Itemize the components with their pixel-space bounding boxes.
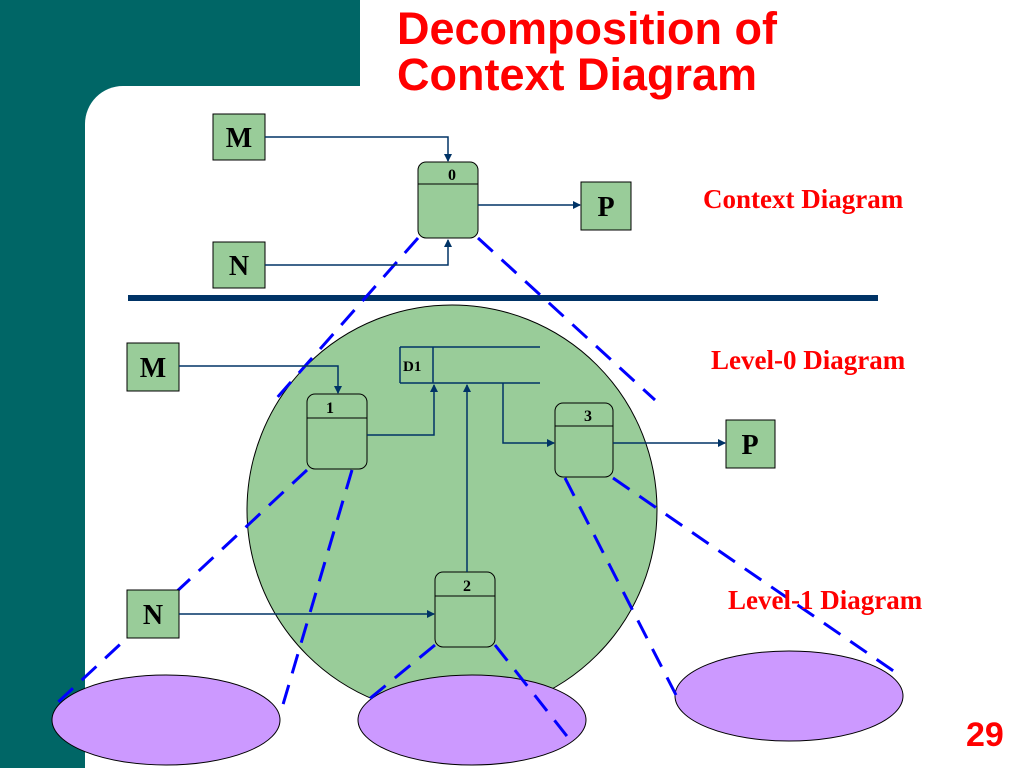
level0-diagram-label: Level-0 Diagram bbox=[711, 345, 906, 375]
page-number: 29 bbox=[966, 716, 1004, 754]
flow-m-to-0 bbox=[265, 136, 452, 162]
level0-entity-p: P bbox=[725, 419, 776, 469]
datastore-d1 bbox=[399, 346, 540, 384]
level0-entity-p-label: P bbox=[741, 430, 758, 461]
context-process-0-label: 0 bbox=[448, 167, 456, 184]
dash-0-right bbox=[476, 236, 657, 402]
level1-ellipse-3 bbox=[674, 650, 904, 742]
dash-1-right bbox=[280, 469, 354, 709]
level0-process-2: 2 bbox=[434, 571, 496, 648]
title-line-2: Context Diagram bbox=[397, 49, 758, 100]
level1-diagram-label: Level-1 Diagram bbox=[728, 585, 923, 615]
level0-process-2-label: 2 bbox=[463, 578, 471, 595]
level0-entity-n: N bbox=[126, 589, 180, 639]
flow-1-to-d1 bbox=[367, 384, 438, 436]
context-entity-n: N bbox=[212, 241, 266, 289]
dash-3-left bbox=[563, 477, 678, 696]
context-entity-m: M bbox=[212, 113, 266, 161]
context-diagram-label: Context Diagram bbox=[703, 184, 904, 214]
slide-title: Decomposition of Context Diagram bbox=[397, 6, 997, 98]
level1-ellipse-1 bbox=[51, 674, 281, 766]
level0-entity-m-label: M bbox=[140, 353, 166, 384]
context-entity-m-label: M bbox=[226, 123, 252, 154]
level0-process-3-label: 3 bbox=[584, 408, 592, 425]
level0-process-1-label: 1 bbox=[326, 400, 334, 417]
top-white-area bbox=[360, 0, 1024, 88]
flow-d1-to-3 bbox=[502, 383, 555, 447]
dash-2-right bbox=[493, 644, 572, 741]
title-line-1: Decomposition of bbox=[397, 3, 777, 54]
context-entity-p: P bbox=[580, 181, 632, 231]
context-process-0: 0 bbox=[417, 161, 479, 239]
context-entity-p-label: P bbox=[597, 192, 614, 223]
context-entity-n-label: N bbox=[229, 251, 249, 282]
level1-ellipse-2 bbox=[357, 674, 587, 766]
level0-process-1: 1 bbox=[306, 393, 368, 470]
flow-m-to-1 bbox=[179, 365, 342, 394]
level0-entity-m: M bbox=[126, 342, 180, 392]
level0-entity-n-label: N bbox=[143, 600, 163, 631]
level0-process-3: 3 bbox=[554, 402, 614, 478]
dash-2-left bbox=[361, 643, 436, 707]
flow-n-to-0 bbox=[265, 239, 452, 266]
dash-3-right bbox=[612, 476, 896, 674]
dash-1-left bbox=[53, 468, 309, 707]
datastore-d1-label: D1 bbox=[403, 359, 421, 375]
